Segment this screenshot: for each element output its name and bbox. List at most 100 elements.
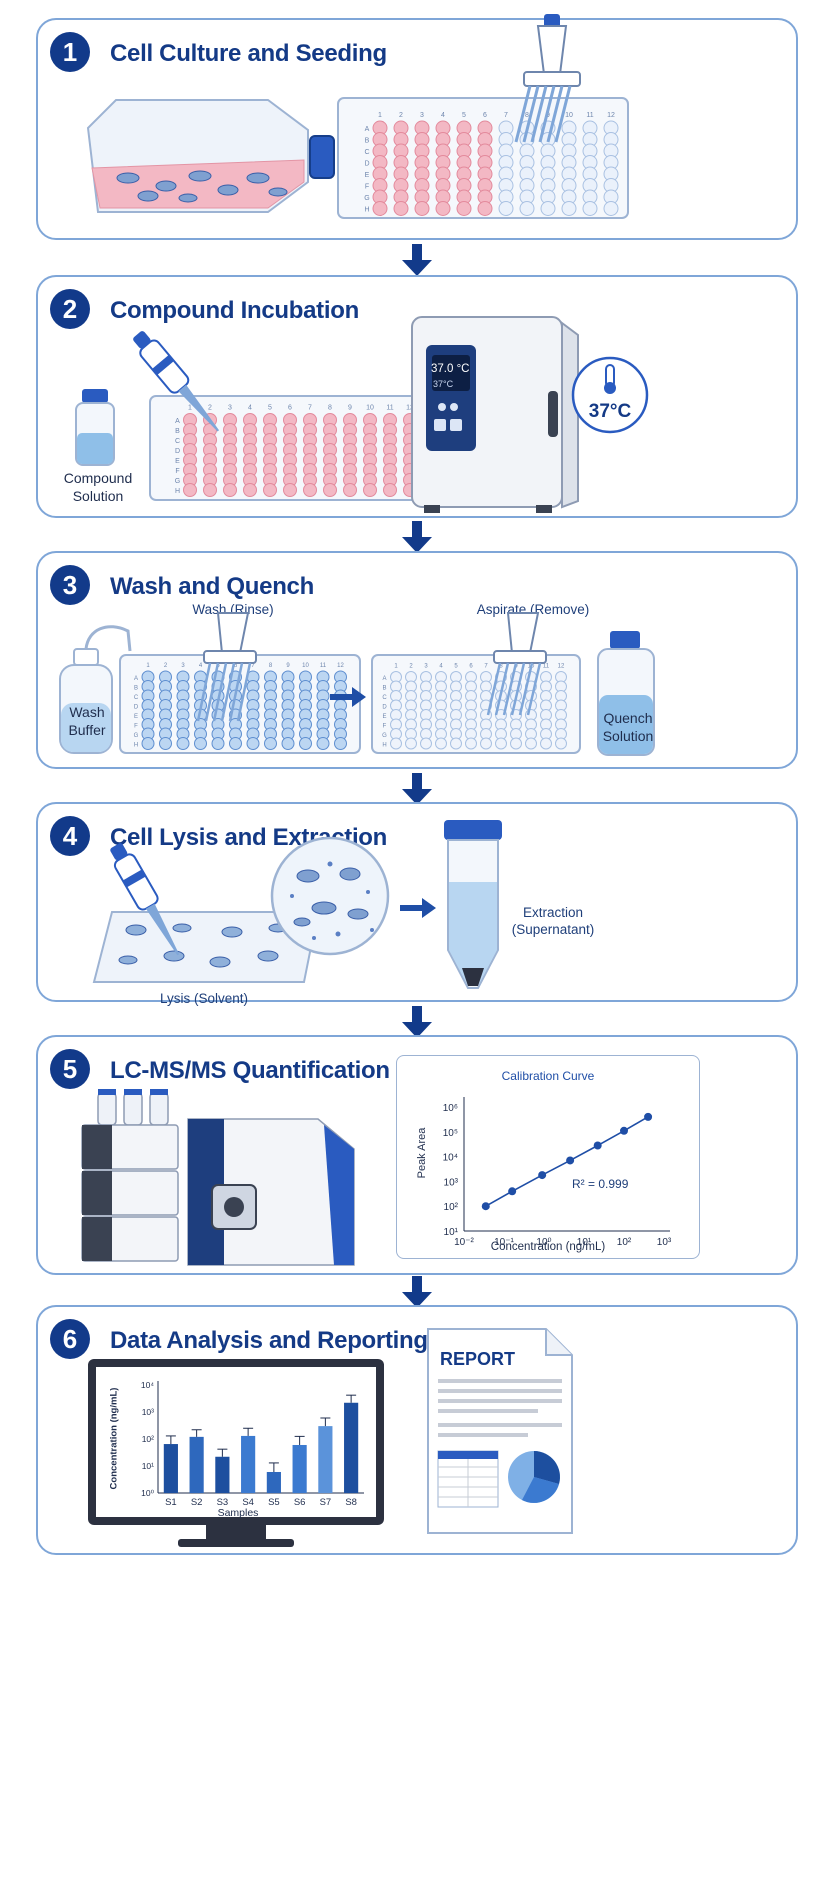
category-label: S8 bbox=[345, 1497, 357, 1508]
lysis-plate bbox=[92, 911, 320, 983]
plate-well bbox=[510, 737, 522, 750]
centrifuge-tube bbox=[444, 820, 502, 989]
quench-solution-label: Quench Solution bbox=[602, 710, 654, 744]
category-label: S7 bbox=[320, 1497, 332, 1508]
plate-well bbox=[525, 737, 537, 750]
plate-column-label: 2 bbox=[208, 405, 212, 412]
plate-column-label: 11 bbox=[386, 405, 393, 412]
x-tick-label: 10⁻¹ bbox=[494, 1237, 514, 1248]
plate-well bbox=[159, 737, 172, 750]
plate-well bbox=[323, 483, 337, 497]
plate-well bbox=[243, 483, 257, 497]
plate-row-label: A bbox=[175, 418, 180, 425]
plate-row-label: C bbox=[134, 695, 139, 701]
sample-bar bbox=[318, 1426, 333, 1493]
compound-solution-label: Compound Solution bbox=[63, 470, 133, 504]
plate-well bbox=[211, 737, 225, 750]
plate-column-label: 3 bbox=[228, 405, 232, 412]
category-label: S1 bbox=[165, 1497, 177, 1508]
plate-well bbox=[363, 483, 377, 497]
plate-column-label: 9 bbox=[286, 663, 290, 669]
incubator bbox=[411, 316, 579, 513]
plate-well bbox=[343, 483, 357, 497]
flow-arrow-down bbox=[402, 244, 432, 276]
plate-well bbox=[480, 737, 492, 750]
step-number: 4 bbox=[50, 816, 90, 856]
calibration-point bbox=[644, 1112, 653, 1121]
plate-row-label: C bbox=[364, 149, 369, 156]
plate-column-label: 4 bbox=[248, 405, 252, 412]
plate-row-label: B bbox=[382, 686, 386, 692]
category-label: S4 bbox=[242, 1497, 254, 1508]
plate-row-label: E bbox=[134, 714, 138, 720]
wash-pipette bbox=[196, 612, 257, 722]
x-tick-label: 10¹ bbox=[577, 1237, 592, 1248]
plate-row-label: G bbox=[364, 195, 369, 202]
y-tick-label: 10¹ bbox=[444, 1227, 459, 1238]
calibration-point bbox=[620, 1126, 628, 1135]
plate-row-label: D bbox=[175, 448, 180, 455]
plate-column-label: 6 bbox=[234, 663, 238, 669]
sample-bar bbox=[241, 1435, 256, 1493]
plate-row-label: F bbox=[175, 468, 179, 475]
bar-ylabel: Concentration (ng/mL) bbox=[108, 1387, 120, 1490]
plate-column-label: 11 bbox=[543, 664, 550, 670]
step-title: Cell Culture and Seeding bbox=[110, 40, 387, 67]
plate-column-label: 10 bbox=[565, 112, 573, 119]
step-number: 1 bbox=[50, 32, 90, 72]
lysis-label: Lysis (Solvent) bbox=[159, 991, 249, 1006]
quench-bottle bbox=[597, 631, 655, 756]
plate-column-label: 1 bbox=[188, 405, 192, 412]
plate-column-label: 9 bbox=[348, 405, 352, 412]
step-number: 5 bbox=[50, 1049, 90, 1089]
category-label: S5 bbox=[268, 1497, 280, 1508]
wash-label: Wash (Rinse) bbox=[192, 602, 274, 617]
step-3-panel: 3 Wash and Quench Wash (Rinse) Aspirate … bbox=[36, 551, 798, 769]
plate-column-label: 7 bbox=[504, 112, 508, 119]
temperature-badge-value: 37°C bbox=[588, 401, 632, 422]
category-label: S3 bbox=[217, 1497, 229, 1508]
plate-row-label: G bbox=[382, 733, 387, 739]
step-number: 2 bbox=[50, 289, 90, 329]
plate-column-label: 4 bbox=[439, 664, 443, 670]
plate-column-label: 12 bbox=[558, 664, 565, 670]
plate-well bbox=[420, 737, 432, 750]
plate-well bbox=[603, 201, 619, 216]
sample-bar bbox=[344, 1402, 359, 1493]
plate-column-label: 3 bbox=[424, 664, 428, 670]
plate-column-label: 1 bbox=[394, 664, 398, 670]
wash-buffer-label: Wash Buffer bbox=[68, 704, 106, 738]
step-5-panel: 5 LC-MS/MS Quantification Calibration Cu… bbox=[36, 1035, 798, 1275]
step-2-panel: 2 Compound Incubation Compound Solution … bbox=[36, 275, 798, 518]
plate-well bbox=[450, 737, 462, 750]
step-title: Compound Incubation bbox=[110, 297, 359, 324]
flow-arrow-down bbox=[402, 1276, 432, 1308]
plate-column-label: 12 bbox=[406, 405, 414, 412]
calibration-point bbox=[481, 1202, 490, 1211]
calibration-point bbox=[508, 1187, 517, 1196]
plate-well bbox=[203, 483, 217, 497]
single-pipette bbox=[133, 331, 220, 432]
plate-column-label: 2 bbox=[409, 664, 413, 670]
plate-column-label: 5 bbox=[268, 405, 272, 412]
plate-well bbox=[405, 737, 417, 750]
step-number: 3 bbox=[50, 565, 90, 605]
plate-well bbox=[176, 737, 190, 750]
plate-column-label: 5 bbox=[454, 664, 458, 670]
plate-well bbox=[334, 737, 347, 750]
report-document bbox=[427, 1328, 573, 1534]
step-arrow-right bbox=[400, 898, 436, 918]
x-tick-label: 10⁰ bbox=[536, 1237, 551, 1248]
compound-vial bbox=[75, 389, 115, 466]
plate-column-label: 8 bbox=[525, 112, 529, 119]
plate-well bbox=[383, 483, 397, 497]
x-tick-label: 10² bbox=[617, 1237, 632, 1248]
step-4-panel: 4 Cell Lysis and Extraction Lysis (Solve… bbox=[36, 802, 798, 1006]
step-arrow-right bbox=[330, 687, 366, 707]
plate-well bbox=[435, 201, 451, 216]
plate-well bbox=[183, 483, 197, 497]
plate-well bbox=[299, 737, 312, 750]
plate-column-label: 6 bbox=[483, 112, 487, 119]
plate-well bbox=[229, 737, 242, 750]
